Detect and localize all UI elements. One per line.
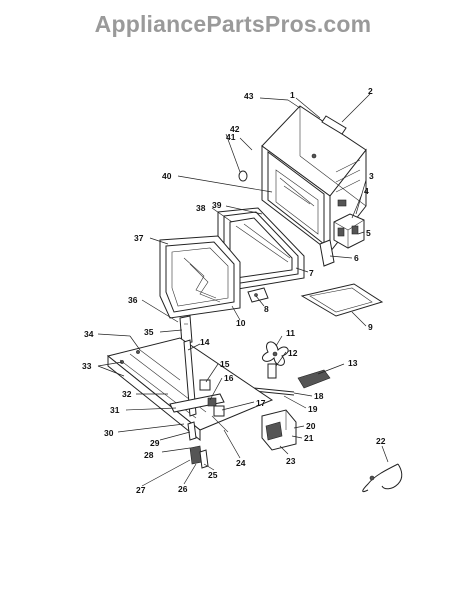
callout-38: 38 — [196, 203, 206, 213]
part-9-tray — [300, 283, 384, 317]
part-37-door — [159, 235, 241, 319]
part-12-motor — [267, 363, 277, 379]
part-4-transformer — [333, 213, 365, 249]
callout-1: 1 — [290, 90, 295, 100]
callout-22: 22 — [376, 436, 386, 446]
callout-27: 27 — [136, 485, 146, 495]
callout-9: 9 — [368, 322, 373, 332]
callout-3: 3 — [369, 171, 374, 181]
part-18-rod — [253, 387, 295, 396]
leader-lines — [97, 93, 389, 487]
callout-18: 18 — [314, 391, 324, 401]
watermark-text: AppliancePartsPros.com — [95, 11, 372, 37]
part-2-label-plate — [321, 115, 347, 135]
part-23-switch-assembly — [261, 409, 297, 451]
callout-labels: 1 2 3 4 5 6 7 8 9 10 11 12 13 14 15 16 1… — [82, 86, 386, 495]
callout-31: 31 — [110, 405, 120, 415]
callout-23: 23 — [286, 456, 296, 466]
callout-21: 21 — [304, 433, 314, 443]
callout-35: 35 — [144, 327, 154, 337]
part-41-knob — [238, 170, 248, 182]
part-8-bracket — [247, 287, 269, 303]
callout-6: 6 — [354, 253, 359, 263]
callout-4: 4 — [364, 186, 369, 196]
callout-16: 16 — [224, 373, 234, 383]
callout-43: 43 — [244, 91, 254, 101]
callout-12: 12 — [288, 348, 298, 358]
callout-7: 7 — [309, 268, 314, 278]
part-6-fuse-holder — [319, 239, 335, 267]
part-16-relay — [199, 379, 229, 433]
callout-33: 33 — [82, 361, 92, 371]
callout-5: 5 — [366, 228, 371, 238]
callout-34: 34 — [84, 329, 94, 339]
callout-19: 19 — [308, 404, 318, 414]
callout-42: 42 — [230, 124, 240, 134]
part-43-cabinet — [261, 105, 367, 254]
callout-10: 10 — [236, 318, 246, 328]
callout-39: 39 — [212, 200, 222, 210]
callout-8: 8 — [264, 304, 269, 314]
callout-13: 13 — [348, 358, 358, 368]
callout-29: 29 — [150, 438, 160, 448]
callout-26: 26 — [178, 484, 188, 494]
callout-11: 11 — [286, 328, 295, 338]
part-36-hinge — [179, 315, 193, 345]
callout-14: 14 — [200, 337, 210, 347]
callout-41: 41 — [226, 132, 236, 142]
callout-37: 37 — [134, 233, 144, 243]
part-28-latch — [187, 421, 209, 469]
part-22-cord — [362, 463, 403, 493]
callout-20: 20 — [306, 421, 316, 431]
callout-25: 25 — [208, 470, 218, 480]
part-11-fan — [262, 341, 289, 366]
callout-17: 17 — [256, 398, 266, 408]
callout-40: 40 — [162, 171, 172, 181]
callout-36: 36 — [128, 295, 138, 305]
callout-2: 2 — [368, 86, 373, 96]
callout-28: 28 — [144, 450, 154, 460]
callout-32: 32 — [122, 389, 132, 399]
callout-15: 15 — [220, 359, 230, 369]
callout-30: 30 — [104, 428, 114, 438]
callout-24: 24 — [236, 458, 246, 468]
part-13-capacitor — [297, 369, 331, 389]
